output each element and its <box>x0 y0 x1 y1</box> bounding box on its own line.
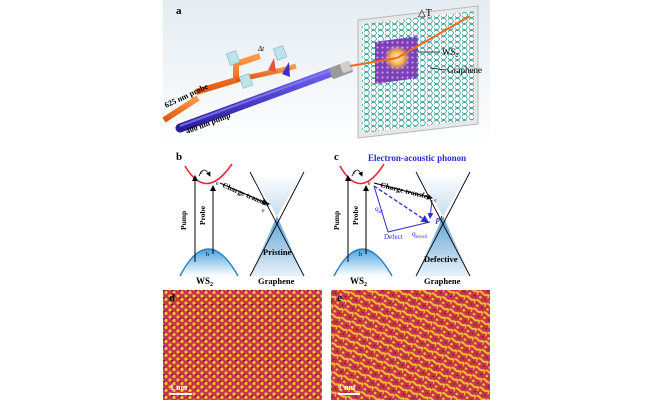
e-label-c1: e <box>353 170 356 176</box>
e-label-b2: e <box>216 181 219 187</box>
q-ac-label: qac <box>375 204 384 215</box>
scale-label-e: 1 nm <box>338 383 355 392</box>
ws2-label-c: WS2 <box>350 276 367 288</box>
dirac-cone-lower-b <box>250 216 304 276</box>
recoil-line <box>387 221 431 233</box>
panel-c-title: Electron-acoustic phonon <box>368 153 466 163</box>
panel-b: b Pump Probe e e h Charge transfer e Pri… <box>176 151 305 288</box>
probe-reflection <box>396 15 471 59</box>
delay-stage-red <box>268 58 276 72</box>
delta-t-label: △T <box>418 8 432 19</box>
panel-a: a △T <box>162 0 490 148</box>
charge-transfer-arrow-c <box>373 182 433 200</box>
dirac-cone-lower-c <box>416 216 470 276</box>
sample-plate <box>357 5 479 139</box>
pristine-label: Pristine <box>263 247 292 257</box>
defect-line <box>373 185 389 233</box>
pump-label-c: Pump <box>332 211 341 230</box>
delay-label: Δt <box>257 45 265 53</box>
defective-label: Defective <box>424 254 458 264</box>
graphene-label-c: Graphene <box>424 276 461 286</box>
panel-a-label: a <box>176 5 182 17</box>
ws2-conduction-band-c <box>339 163 385 185</box>
ws2-label-a: WS2 <box>442 47 459 59</box>
panel-e-label: e <box>337 292 342 304</box>
delay-stage-blue <box>282 62 290 77</box>
h-label-b: h <box>206 252 209 258</box>
panel-d: d 1 nm <box>163 290 322 400</box>
graphene-label-b: Graphene <box>258 276 295 286</box>
probe-beam <box>162 15 471 123</box>
e-graphene-b: e <box>262 208 265 214</box>
mirror-3 <box>272 45 288 61</box>
q-recoil-label: qrecoil <box>412 229 428 240</box>
probe-label-c: Probe <box>351 205 360 225</box>
graphene-label-a: Graphene <box>447 65 482 75</box>
probe-label-b: Probe <box>198 205 207 225</box>
e-label-c2: e <box>368 181 371 187</box>
panel-e: e 1 nm <box>331 290 490 400</box>
pump-beam <box>175 67 337 133</box>
q-ac-dashed-arrow <box>373 185 430 223</box>
panel-b-label: b <box>176 151 182 163</box>
defect-label: Defect <box>384 233 403 241</box>
stm-image-d <box>163 290 322 400</box>
scale-label-d: 1 nm <box>170 383 187 392</box>
mirror-1 <box>225 50 241 66</box>
ws2-label-b: WS2 <box>196 276 213 288</box>
ph-label: ph <box>435 215 445 224</box>
e-label-b1: e <box>200 170 203 176</box>
panel-d-label: d <box>169 292 175 304</box>
charge-transfer-arrow-b <box>219 182 269 205</box>
mirror-2 <box>238 73 254 89</box>
panel-c: c Electron-acoustic phonon Pump Probe e … <box>332 151 471 288</box>
pump-label-b: Pump <box>179 211 188 230</box>
stm-image-e <box>331 290 490 400</box>
ws2-conduction-band <box>184 163 233 185</box>
panel-c-label: c <box>334 151 339 163</box>
objective-lens <box>329 57 398 79</box>
h-label-c: h <box>359 252 362 258</box>
